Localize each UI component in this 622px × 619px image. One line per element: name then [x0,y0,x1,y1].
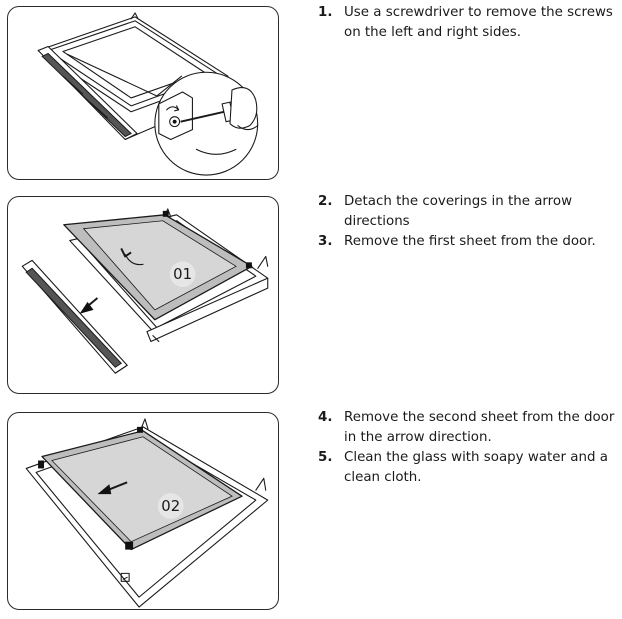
step-number: 1. [318,5,333,20]
step-text: Remove the first sheet from the door. [344,234,596,249]
instruction-group-1: 1. Use a screwdriver to remove the screw… [318,3,618,43]
step-number: 4. [318,410,333,425]
illustration-remove-first-sheet: 01 [7,196,279,394]
step-number: 3. [318,234,333,249]
step-text: Use a screwdriver to remove the screws o… [344,5,613,40]
step-text: Remove the second sheet from the door in… [344,410,615,445]
sheet-label-02: 02 [161,498,180,515]
instruction-step: 3. Remove the first sheet from the door. [318,232,618,252]
step-text: Clean the glass with soapy water and a c… [344,450,608,485]
instruction-step: 1. Use a screwdriver to remove the screw… [318,3,618,43]
step-number: 2. [318,194,333,209]
instruction-group-2: 2. Detach the coverings in the arrow dir… [318,192,618,252]
sheet-label-badge [157,493,184,519]
instruction-step: 2. Detach the coverings in the arrow dir… [318,192,618,232]
illustration-remove-screws [7,6,279,180]
step-text: Detach the coverings in the arrow direct… [344,194,573,229]
second-sheet-drawing: 02 [25,418,269,608]
sheet-label-01: 01 [173,266,192,283]
step-number: 5. [318,450,333,465]
first-sheet-drawing: 01 [21,208,269,374]
illustration-remove-second-sheet: 02 [7,412,279,610]
door-screw-drawing [37,12,259,176]
sheet-label-badge [169,261,196,288]
instruction-group-3: 4. Remove the second sheet from the door… [318,408,618,488]
instruction-step: 5. Clean the glass with soapy water and … [318,448,618,488]
instruction-step: 4. Remove the second sheet from the door… [318,408,618,448]
